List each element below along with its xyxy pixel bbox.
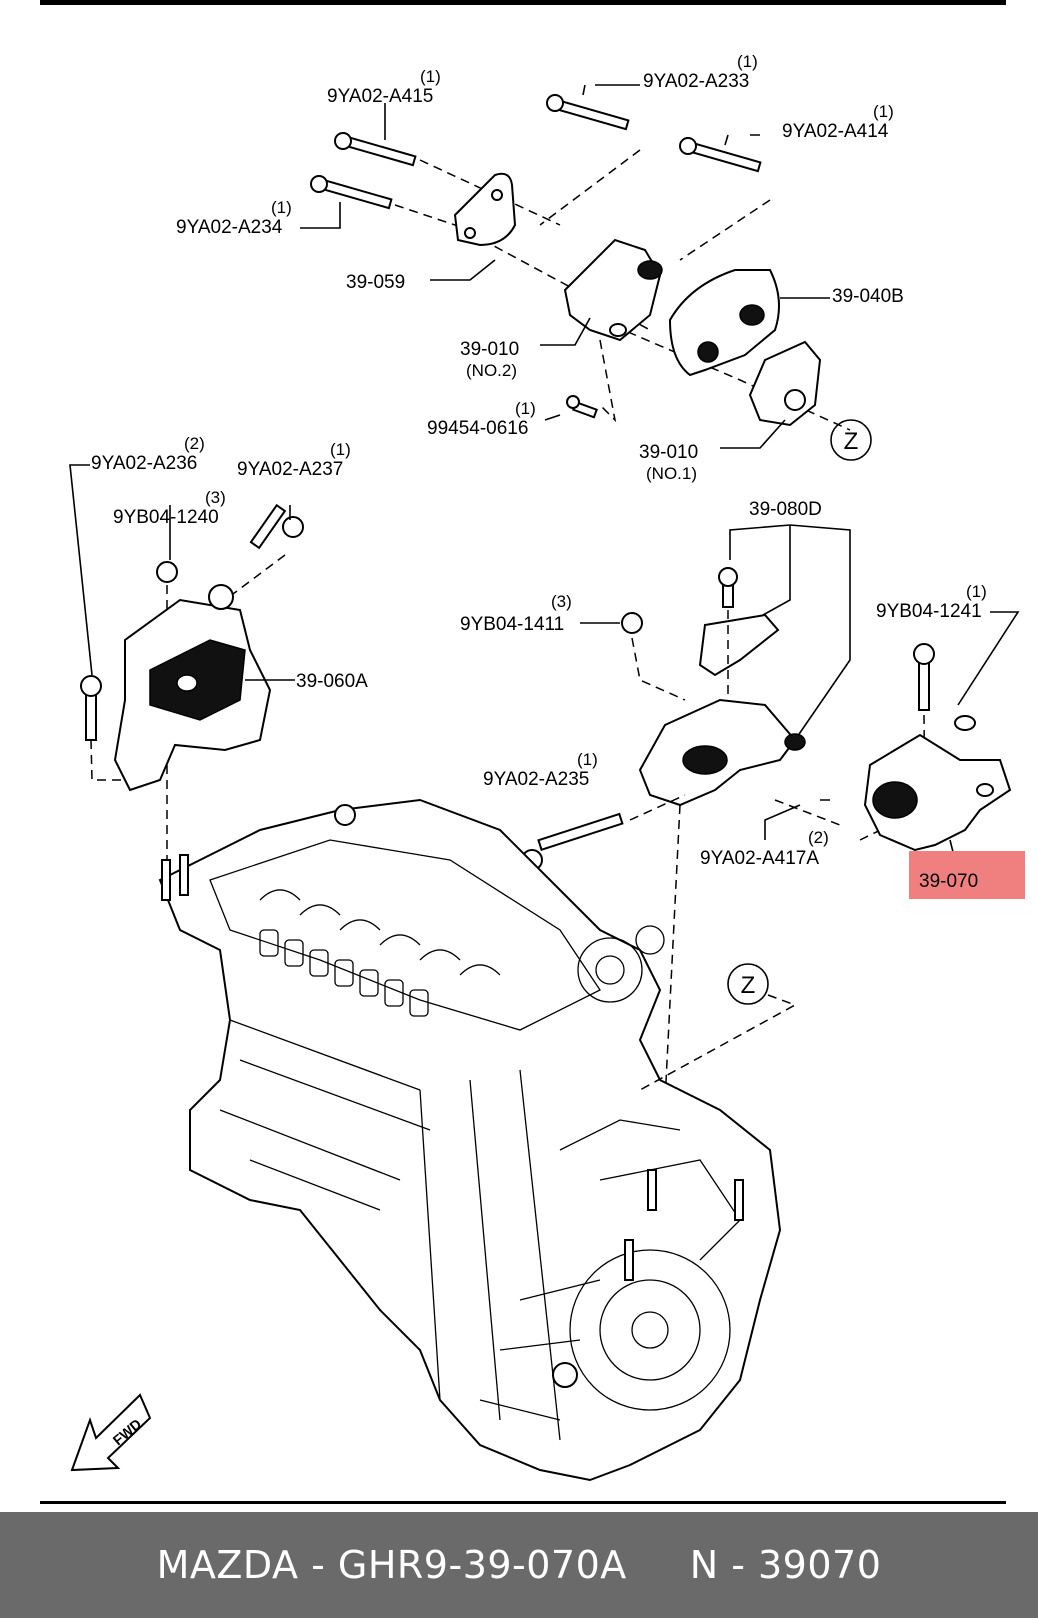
label-a235-qty: (1) <box>577 750 598 769</box>
bolt-a235 <box>521 812 624 871</box>
label-39-010-no2: 39-010 <box>460 339 519 360</box>
bolt-a414 <box>679 137 762 173</box>
label-a235: 9YA02-A235 <box>483 769 589 790</box>
label-a415-qty: (1) <box>420 67 441 86</box>
ref-z-bottom: Z <box>639 963 797 1091</box>
label-a234-qty: (1) <box>271 198 292 217</box>
fwd-arrow: FWD <box>70 1393 152 1472</box>
label-39-040B: 39-040B <box>832 286 904 307</box>
mount-39-010-no2 <box>563 238 662 342</box>
bracket-39-080D <box>698 613 780 677</box>
mount-39-070 <box>863 733 1012 852</box>
label-39-059: 39-059 <box>346 272 405 293</box>
highlight-39-070 <box>909 851 1025 899</box>
caption-catalog-number: N - 39070 <box>689 1543 882 1587</box>
label-a236-qty: (2) <box>184 434 205 453</box>
ref-z-top: Z <box>830 419 872 461</box>
engine-assembly <box>158 798 782 1482</box>
caption-bar: MAZDA - GHR9-39-070A N - 39070 <box>0 1512 1038 1618</box>
bolt-a233 <box>546 94 630 131</box>
bottom-border <box>40 1501 1006 1504</box>
parts-diagram: Z <box>40 0 1025 1504</box>
right-mount-group <box>521 524 1020 1201</box>
label-0616-qty: (1) <box>515 399 536 418</box>
label-a234: 9YA02-A234 <box>176 217 283 238</box>
bolt-a234 <box>310 175 393 210</box>
bolt-080d <box>718 567 738 608</box>
label-39-060A: 39-060A <box>296 671 368 692</box>
mount-39-010-no1 <box>748 340 822 427</box>
label-1411-qty: (3) <box>551 592 572 611</box>
label-a417a: 9YA02-A417A <box>700 848 819 869</box>
label-1241-qty: (1) <box>966 582 987 601</box>
top-border <box>40 0 1006 5</box>
label-1240-qty: (3) <box>205 488 226 507</box>
label-39-010-no1-sub: (NO.1) <box>646 464 697 483</box>
label-a417a-qty: (2) <box>808 828 829 847</box>
label-39-080D: 39-080D <box>749 499 822 520</box>
bolt-9yb04-1241 <box>913 643 935 711</box>
label-99454-0616: 99454-0616 <box>427 418 528 439</box>
label-a414-qty: (1) <box>873 102 894 121</box>
nut-9yb04-1411 <box>621 612 643 634</box>
label-9yb04-1240: 9YB04-1240 <box>113 507 219 528</box>
nut-9yb04-1240 <box>156 561 178 583</box>
label-39-070: 39-070 <box>919 871 978 892</box>
label-a237: 9YA02-A237 <box>237 459 343 480</box>
bolt-a415 <box>334 132 417 167</box>
left-mount-group <box>69 464 304 870</box>
label-a237-qty: (1) <box>330 440 351 459</box>
bolt-99454-0616 <box>566 395 598 419</box>
caption-part-number: MAZDA - GHR9-39-070A <box>156 1543 627 1587</box>
label-a233-qty: (1) <box>737 52 758 71</box>
washer <box>954 715 976 731</box>
bracket-39-059 <box>453 172 517 247</box>
ref-z-bottom-text: Z <box>741 972 756 999</box>
upper-mount-group <box>300 84 851 449</box>
label-9yb04-1411: 9YB04-1411 <box>460 614 564 635</box>
label-a233: 9YA02-A233 <box>643 71 749 92</box>
label-a414: 9YA02-A414 <box>782 121 889 142</box>
caption-spacer <box>627 1543 690 1587</box>
label-39-010-no1: 39-010 <box>639 442 698 463</box>
label-a415: 9YA02-A415 <box>327 86 433 107</box>
bolt-a237 <box>249 503 304 550</box>
label-a236: 9YA02-A236 <box>91 453 197 474</box>
bolt-a236 <box>80 675 102 741</box>
ref-z-top-text: Z <box>844 428 859 455</box>
label-9yb04-1241: 9YB04-1241 <box>876 601 982 622</box>
mount-39-040B <box>668 269 780 377</box>
label-39-010-no2-sub: (NO.2) <box>466 361 517 380</box>
